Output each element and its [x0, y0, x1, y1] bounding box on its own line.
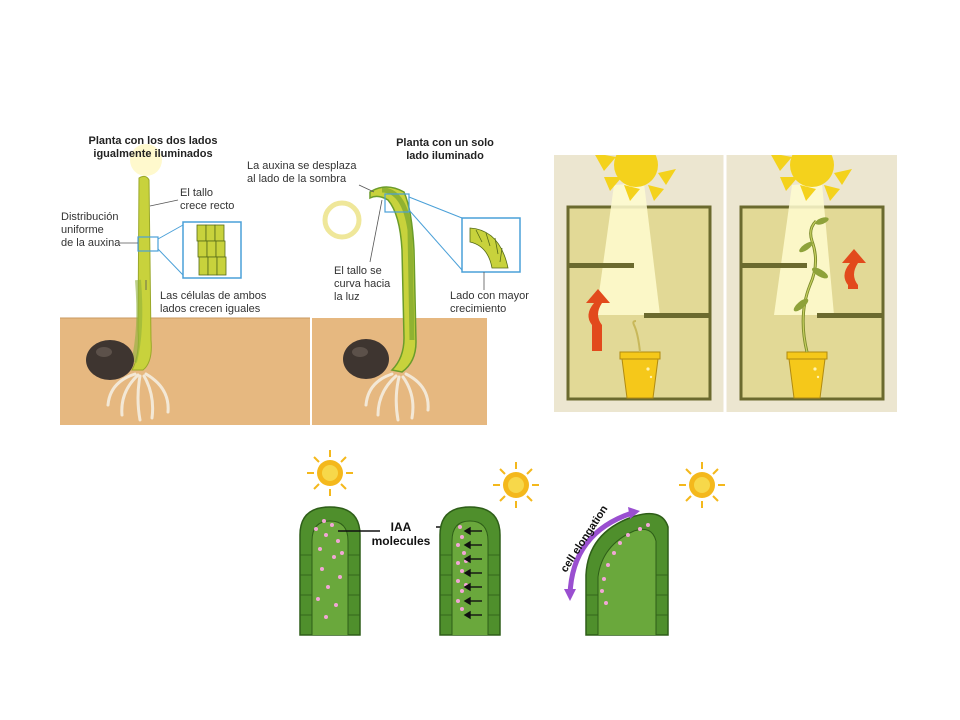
stem: [369, 186, 417, 373]
bending-plant-illustration: [312, 184, 521, 425]
light-source-icon: [322, 200, 362, 240]
iaa-shoot-tips-illustration: cell elongation: [299, 450, 725, 636]
growth-arrow-icon: [586, 289, 610, 351]
zoom-marker: [384, 193, 410, 213]
zoom-marker: [137, 236, 159, 252]
growth-arrow-icon: [842, 249, 866, 289]
left-box: [566, 155, 712, 401]
shoot-tip-lateral-transport: [439, 506, 501, 636]
sun-icon: [771, 155, 852, 201]
roots: [106, 372, 170, 422]
phototropism-box-illustration: [554, 155, 897, 412]
cells: [196, 224, 227, 276]
light-halo-icon: [130, 144, 162, 176]
sun-icon: [307, 450, 353, 496]
seed: [86, 340, 134, 380]
roots: [364, 372, 430, 422]
shoot-tip-uniform: [299, 506, 361, 636]
straight-plant-illustration: [60, 144, 310, 425]
seed: [343, 339, 389, 379]
right-box: [739, 155, 885, 401]
shoot-tip-bending: [564, 507, 669, 636]
sun-icon: [493, 462, 539, 508]
transport-arrows: [463, 526, 482, 620]
sun-icon: [679, 462, 725, 508]
cell-elongation-arrow-icon: [567, 510, 633, 596]
sun-icon: [595, 155, 676, 201]
